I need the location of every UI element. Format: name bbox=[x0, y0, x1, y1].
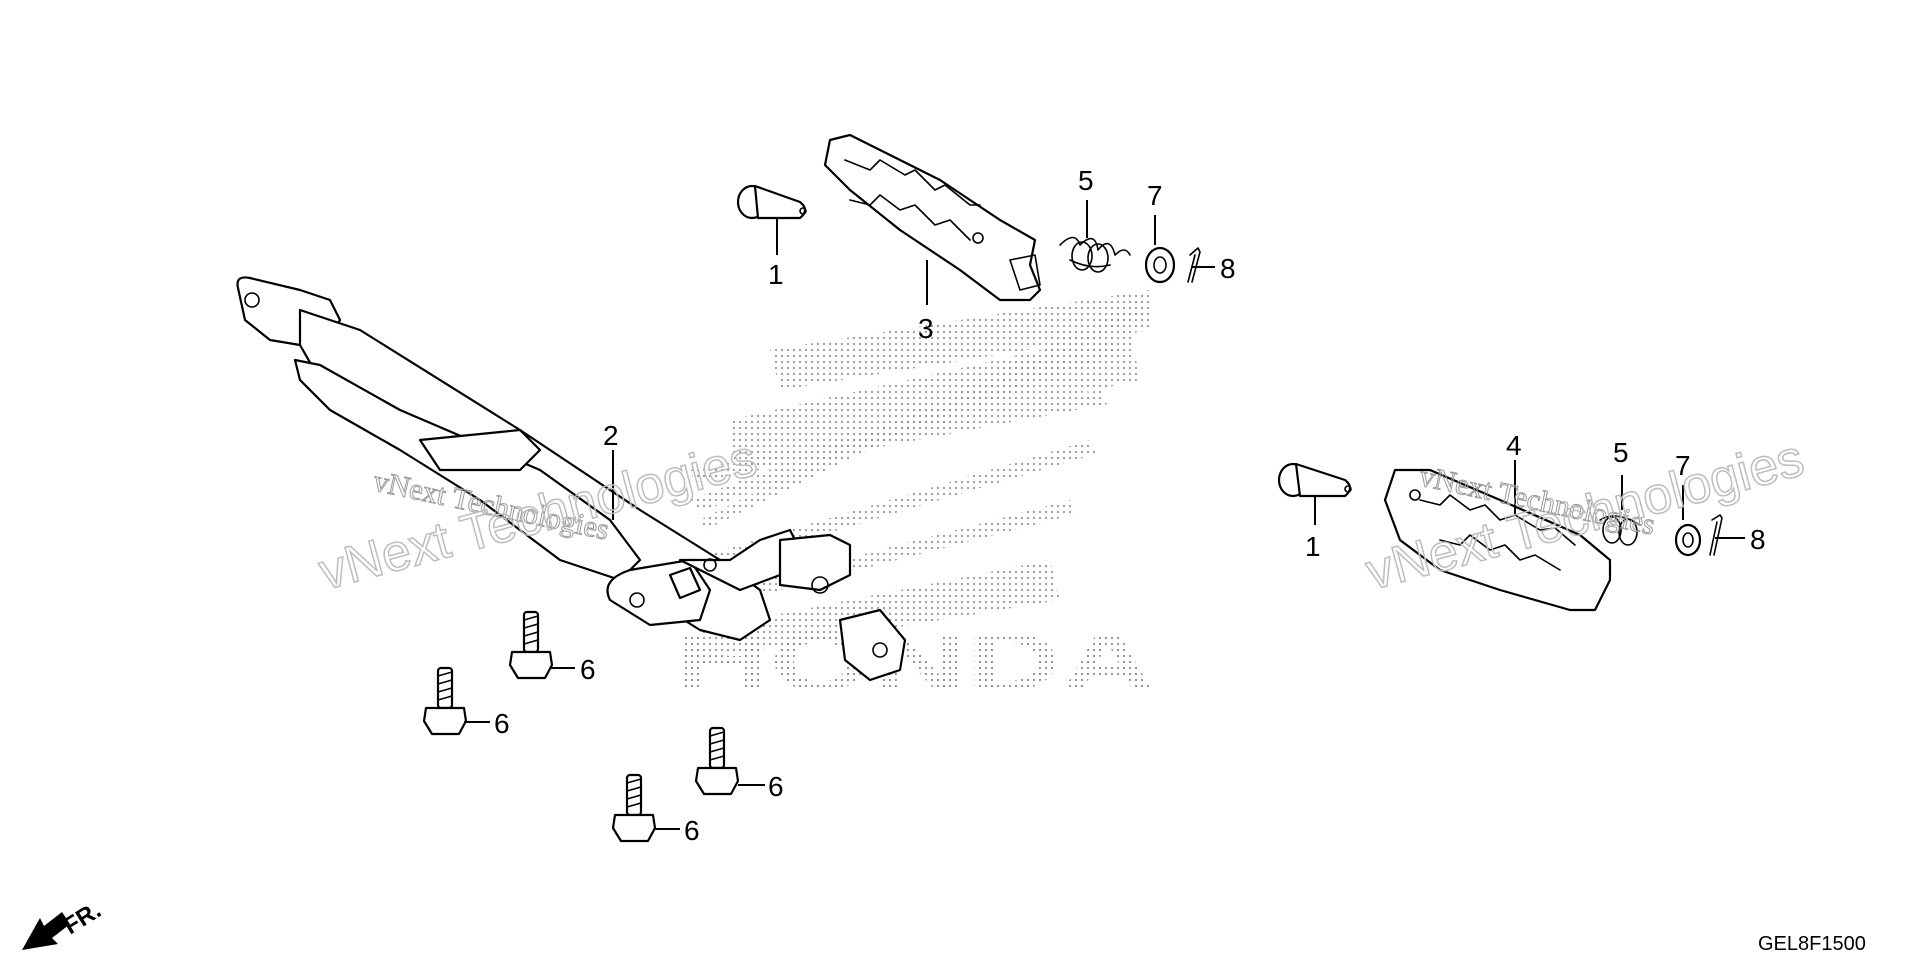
callouts: 1 1 2 3 4 5 5 6 6 6 6 7 7 8 8 bbox=[494, 165, 1766, 846]
honda-brand-text: HONDA bbox=[675, 617, 1155, 708]
callout-4: 4 bbox=[1506, 430, 1522, 461]
callout-2: 2 bbox=[603, 420, 619, 451]
right-cotter-pin bbox=[1709, 514, 1723, 556]
flange-bolt bbox=[422, 666, 468, 736]
flange-bolt bbox=[508, 610, 554, 680]
callout-6-a: 6 bbox=[580, 654, 596, 685]
left-washer bbox=[1144, 246, 1176, 284]
left-footpeg bbox=[823, 133, 1042, 302]
left-return-spring bbox=[1059, 236, 1131, 273]
honda-wing-logo bbox=[690, 290, 1150, 660]
callout-6-b: 6 bbox=[494, 708, 510, 739]
callout-6-d: 6 bbox=[684, 815, 700, 846]
main-step-bar bbox=[236, 276, 907, 682]
callout-6-c: 6 bbox=[768, 771, 784, 802]
right-footpeg bbox=[1383, 468, 1612, 612]
callout-3: 3 bbox=[918, 313, 934, 344]
front-label: FR. bbox=[59, 897, 106, 940]
leader-lines bbox=[464, 200, 1745, 830]
callout-1-right: 1 bbox=[1305, 531, 1321, 562]
callout-1-left: 1 bbox=[768, 259, 784, 290]
flange-bolt bbox=[611, 773, 657, 843]
callout-5-left: 5 bbox=[1078, 165, 1094, 196]
right-return-spring bbox=[1599, 515, 1641, 546]
callout-8-left: 8 bbox=[1220, 253, 1236, 284]
callout-7-left: 7 bbox=[1147, 180, 1163, 211]
flange-bolt bbox=[694, 726, 740, 796]
callout-7-right: 7 bbox=[1675, 450, 1691, 481]
right-washer bbox=[1674, 523, 1702, 557]
callout-8-right: 8 bbox=[1750, 524, 1766, 555]
left-cotter-pin bbox=[1187, 247, 1201, 283]
right-pivot-pin bbox=[1277, 462, 1352, 498]
front-direction-arrow: FR. bbox=[22, 897, 106, 950]
left-pivot-pin bbox=[736, 184, 807, 220]
drawing-code: GEL8F1500 bbox=[1758, 933, 1866, 955]
callout-5-right: 5 bbox=[1613, 437, 1629, 468]
